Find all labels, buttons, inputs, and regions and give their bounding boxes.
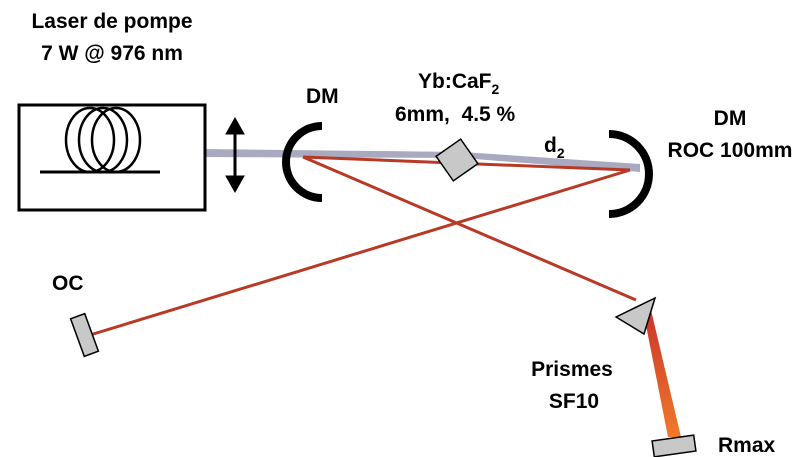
- dm2-roc-label: ROC 100mm: [668, 139, 793, 162]
- d2-label: d2: [544, 134, 565, 161]
- dichroic-mirror-1: [282, 122, 323, 202]
- dispersed-beam: [643, 310, 681, 437]
- rmax-mirror: [651, 434, 697, 457]
- beam-dm1-to-prism: [302, 155, 637, 302]
- pump-beam: [204, 149, 640, 172]
- crystal-name: Yb:CaF: [418, 70, 492, 93]
- output-coupler: [69, 312, 100, 358]
- dm2-label: DM: [714, 107, 747, 130]
- focusing-lens-icon: [225, 116, 245, 194]
- crystal-label: Yb:CaF2: [418, 70, 500, 97]
- sf10-prism: [614, 296, 657, 336]
- pump-title-label: Laser de pompe: [31, 10, 192, 33]
- pump-laser: [17, 103, 207, 212]
- rmax-label: Rmax: [718, 434, 776, 457]
- oc-label: OC: [52, 272, 84, 295]
- crystal-spec-label: 6mm, 4.5 %: [395, 103, 516, 126]
- prism-name-label: Prismes: [531, 358, 613, 381]
- pump-spec-label: 7 W @ 976 nm: [41, 42, 183, 65]
- yb-caf2-crystal: [435, 138, 479, 182]
- crystal-subscript: 2: [492, 81, 500, 97]
- d2-main: d: [544, 134, 557, 157]
- dm1-label: DM: [306, 85, 339, 108]
- pump-laser-box: [17, 103, 207, 212]
- dichroic-mirror-2: [608, 130, 653, 218]
- d2-subscript: 2: [557, 145, 565, 161]
- fiber-coil-icon: [40, 106, 160, 174]
- beam-dm2-to-oc: [89, 168, 631, 337]
- prism-glass-label: SF10: [549, 390, 599, 413]
